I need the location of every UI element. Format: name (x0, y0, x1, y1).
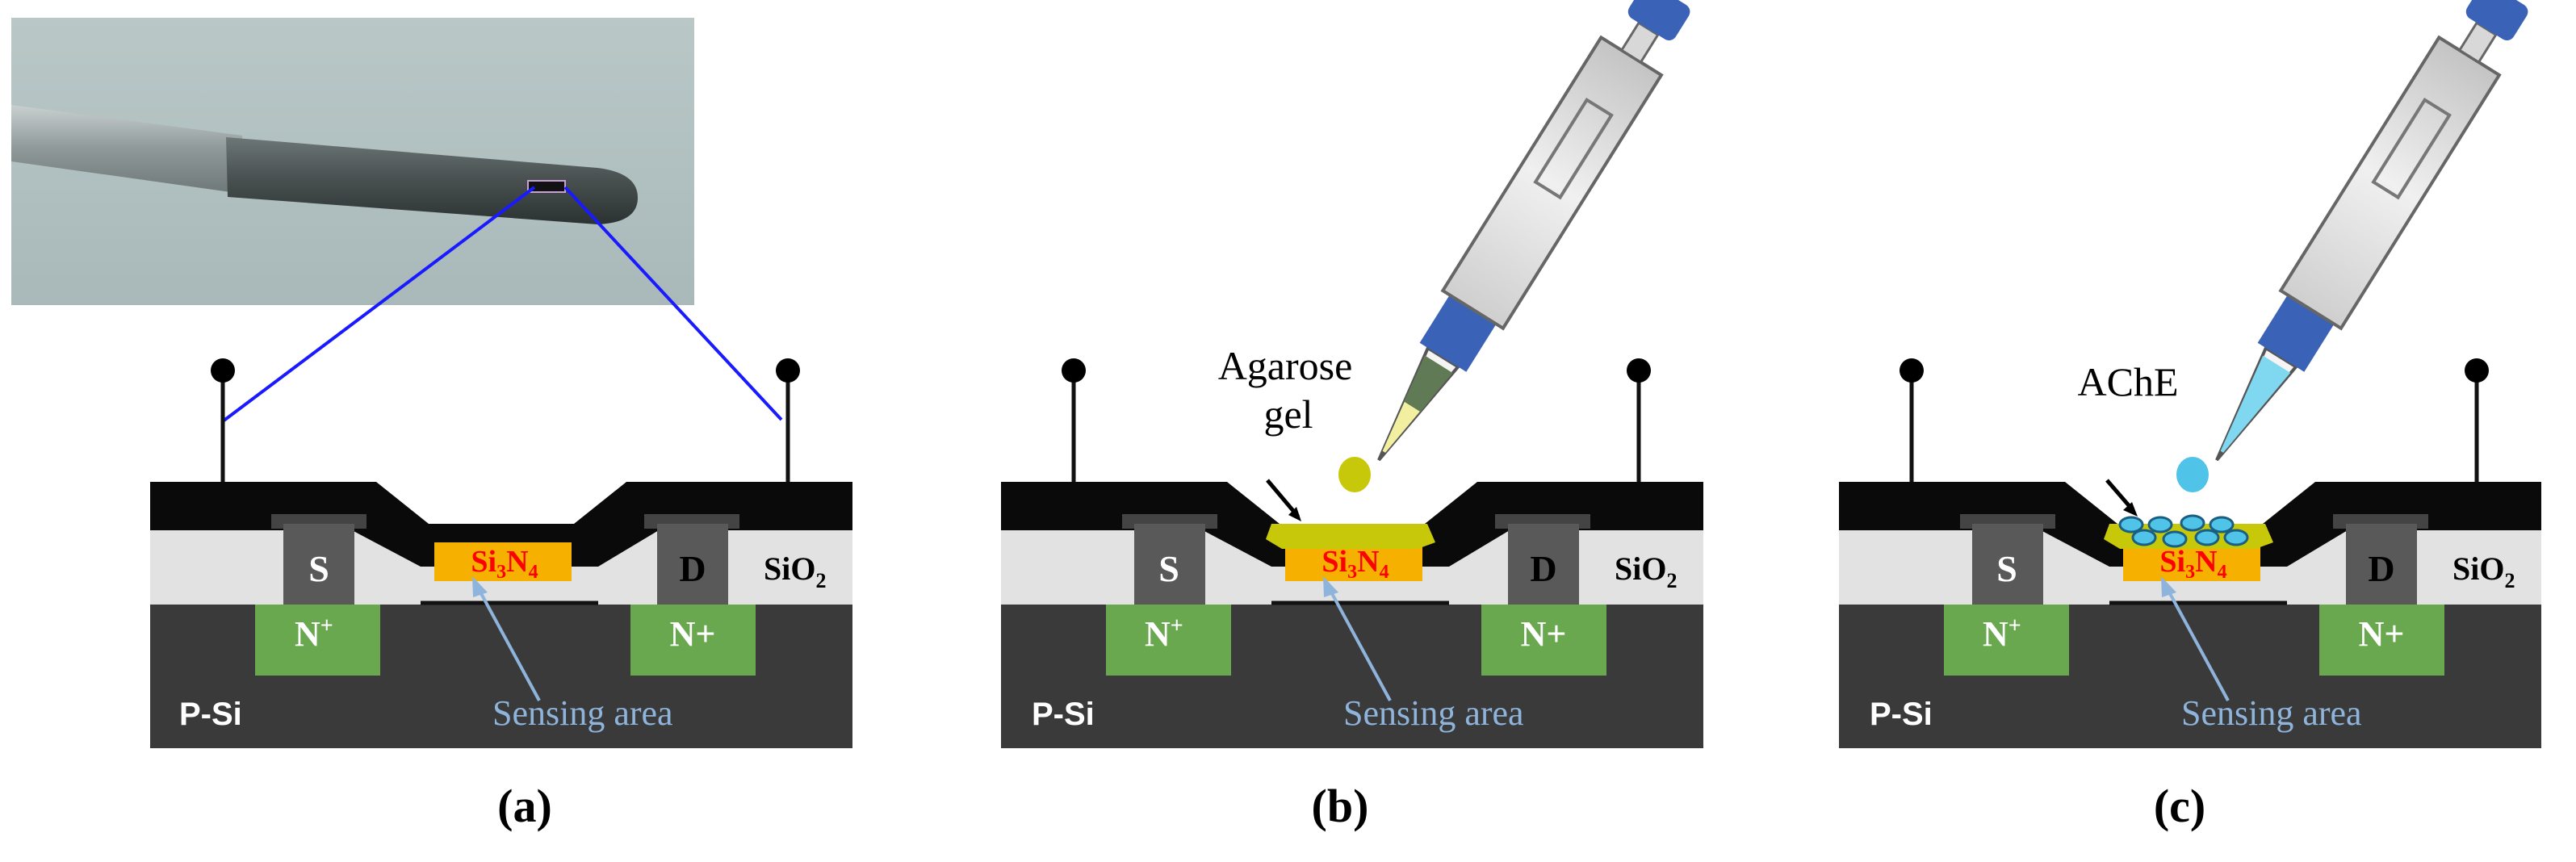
sensing-area-label: Sensing area (492, 693, 673, 733)
drain-label: D (1530, 548, 1556, 589)
oxide-label: SiO2 (1615, 550, 1677, 592)
panel-b-caption: (b) (1312, 780, 1369, 832)
panel-c: AChE S D SiO2 N+ N+ Si3N4 P-Si Sensing a… (1839, 0, 2541, 832)
ache-label: AChE (2078, 359, 2179, 404)
panel-a-caption: (a) (497, 780, 552, 832)
ache-molecules (2118, 514, 2249, 548)
nitride-label: Si3N4 (471, 545, 538, 583)
nitride-label: Si3N4 (2159, 545, 2226, 583)
n-well-source-label: N+ (1983, 613, 2021, 654)
n-well-source-label: N+ (295, 613, 333, 654)
substrate-label: P-Si (179, 697, 242, 732)
drain-label: D (679, 548, 706, 589)
sensing-arrow (2165, 587, 2230, 701)
ache-droplet (2176, 457, 2209, 492)
source-label: S (308, 548, 329, 589)
ache-pipette (2184, 0, 2540, 481)
n-well-drain-label: N+ (670, 614, 716, 654)
source-label: S (1158, 548, 1179, 589)
panel-a: S D SiO2 N+ N+ Si3N4 P-Si Sensing area (… (11, 18, 852, 832)
agarose-label-2: gel (1263, 391, 1313, 437)
sensing-arrow (476, 587, 541, 701)
n-well-source-label: N+ (1145, 613, 1183, 654)
probe-body (226, 137, 638, 224)
probe-sensor-window (527, 180, 566, 193)
oxide-label: SiO2 (764, 550, 826, 592)
sensing-area-label: Sensing area (1343, 693, 1524, 733)
n-well-drain-label: N+ (1521, 614, 1567, 654)
sensing-area-label: Sensing area (2181, 693, 2362, 733)
photo-link-right (563, 186, 783, 421)
oxide-label: SiO2 (2452, 550, 2515, 592)
substrate-label: P-Si (1032, 697, 1095, 732)
ache-arrow (2105, 479, 2134, 512)
probe-cable (11, 105, 242, 194)
probe-photo (11, 18, 694, 305)
photo-link-left (221, 186, 536, 423)
agarose-pipette (1347, 0, 1702, 481)
sensing-arrow (1327, 587, 1392, 701)
agarose-label-1: Agarose (1218, 343, 1353, 388)
agarose-gel-layer (1266, 524, 1435, 549)
sensing-arrow-head (472, 576, 488, 597)
panel-b: Agarose gel S D SiO2 N+ N+ Si3N4 P-Si Se… (1001, 0, 1703, 832)
n-well-drain-label: N+ (2359, 614, 2405, 654)
agarose-droplet (1338, 457, 1371, 492)
source-label: S (1996, 548, 2017, 589)
nitride-label: Si3N4 (1322, 545, 1389, 583)
panel-c-caption: (c) (2154, 780, 2205, 832)
drain-label: D (2368, 548, 2394, 589)
substrate-label: P-Si (1870, 697, 1933, 732)
pipette-tip-fill (2220, 355, 2291, 453)
